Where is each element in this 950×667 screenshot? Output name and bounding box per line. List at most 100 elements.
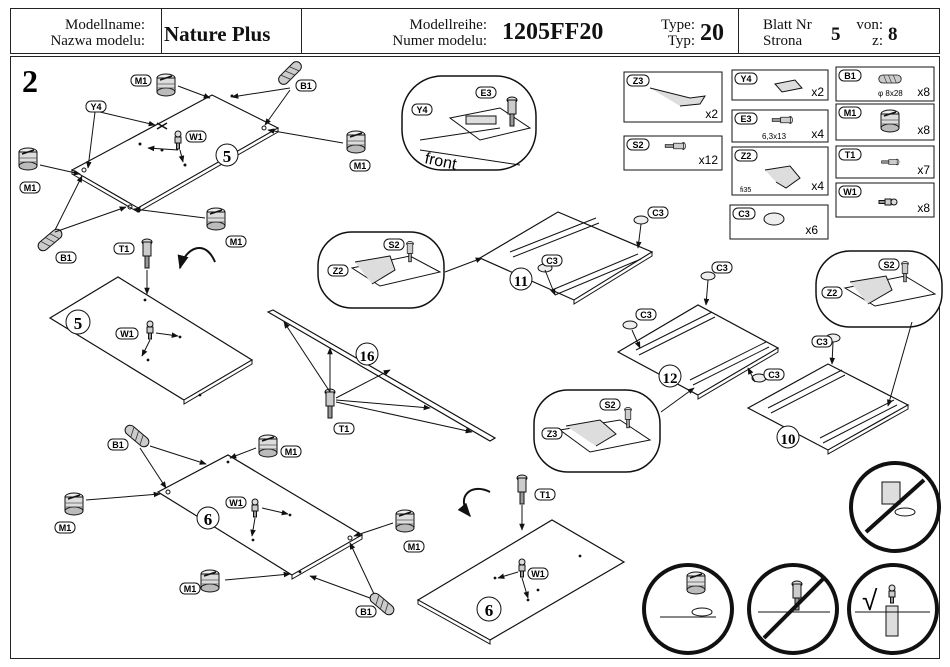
part-label: B1 bbox=[300, 81, 312, 91]
cap-c3 bbox=[633, 215, 649, 225]
cam-lock-m1 bbox=[64, 492, 84, 516]
part-label: C3 bbox=[546, 256, 558, 266]
label-group: M1 B1 Y4 W1 M1 M1 M1 B1 bbox=[19, 74, 371, 264]
part-label: M1 bbox=[184, 584, 197, 594]
of-label-pl: z: bbox=[872, 33, 883, 49]
divider bbox=[161, 9, 162, 53]
warning-icon bbox=[849, 461, 941, 553]
part-label: T1 bbox=[540, 490, 551, 500]
part-label: W1 bbox=[531, 569, 545, 579]
series-label-de: Modellreihe: bbox=[409, 17, 487, 33]
part-label: Y4 bbox=[416, 105, 427, 115]
warning-icon bbox=[642, 563, 734, 655]
divider bbox=[301, 9, 302, 53]
part-label: M1 bbox=[230, 237, 243, 247]
detail-z3: S2 Z3 bbox=[533, 389, 661, 473]
panel-number: 5 bbox=[74, 314, 83, 333]
panel-12: 12 bbox=[616, 304, 780, 400]
part-label: B1 bbox=[112, 440, 124, 450]
type-label-pl: Typ: bbox=[667, 33, 695, 49]
forbidden-icon bbox=[747, 563, 839, 655]
part-label: W1 bbox=[120, 329, 134, 339]
part-label: C3 bbox=[716, 263, 728, 273]
drawing-frame bbox=[10, 56, 940, 659]
part-qty: x2 bbox=[705, 107, 718, 121]
sheet-value: 5 bbox=[831, 24, 841, 45]
part-code: W1 bbox=[843, 187, 857, 197]
series-number: 1205FF20 bbox=[502, 19, 604, 45]
of-value: 8 bbox=[888, 24, 898, 45]
cam-lock-m1 bbox=[206, 207, 226, 231]
cam-lock-m1 bbox=[346, 130, 366, 154]
part-qty: x8 bbox=[917, 201, 930, 215]
part-label: B1 bbox=[360, 607, 372, 617]
part-label: C3 bbox=[640, 310, 652, 320]
panel-10: 10 bbox=[746, 363, 910, 455]
part-qty: x7 bbox=[917, 163, 930, 177]
part-label: M1 bbox=[408, 542, 421, 552]
part-label: Z2 bbox=[333, 266, 344, 276]
part-code: Y4 bbox=[740, 74, 751, 84]
detail-z2-right: S2 Z2 bbox=[815, 250, 943, 328]
part-label: W1 bbox=[229, 498, 243, 508]
part-label: S2 bbox=[604, 400, 615, 410]
part-label: B1 bbox=[60, 253, 72, 263]
sheet-label-pl: Strona bbox=[763, 33, 803, 49]
cap-c3 bbox=[622, 320, 638, 330]
part-qty: x12 bbox=[699, 153, 719, 167]
cap-c3 bbox=[700, 271, 716, 281]
check-mark: √ bbox=[862, 585, 878, 616]
correct-icon: √ bbox=[847, 563, 939, 655]
panel-16-rail: 16 bbox=[266, 309, 497, 442]
part-label: Z2 bbox=[827, 288, 838, 298]
part-size: fi35 bbox=[740, 187, 751, 194]
series-label-pl: Numer modelu: bbox=[392, 33, 487, 49]
part-label: M1 bbox=[59, 523, 72, 533]
part-label: E3 bbox=[480, 88, 491, 98]
part-label: C3 bbox=[816, 337, 828, 347]
part-label: Z3 bbox=[547, 429, 558, 439]
divider bbox=[738, 9, 739, 53]
cam-lock-m1 bbox=[156, 73, 176, 97]
panel-number: 16 bbox=[360, 349, 376, 365]
detail-z2-left: S2 Z2 bbox=[317, 231, 445, 309]
part-label: M1 bbox=[354, 161, 367, 171]
part-code: T1 bbox=[845, 150, 856, 160]
part-code: C3 bbox=[738, 209, 750, 219]
model-name-label-pl: Nazwa modelu: bbox=[50, 33, 145, 49]
part-qty: x8 bbox=[917, 85, 930, 99]
part-code: Z2 bbox=[741, 151, 752, 161]
panel-6-flat: 6 bbox=[416, 519, 626, 645]
part-label: M1 bbox=[285, 447, 298, 457]
parts-legend: Z3 x2 Y4 x2 B1 φ 8x28 x8 S2 x12 E3 bbox=[623, 66, 935, 240]
part-label: M1 bbox=[135, 76, 148, 86]
part-label: S2 bbox=[883, 260, 894, 270]
dowel-b1 bbox=[35, 226, 65, 254]
part-code: M1 bbox=[844, 108, 857, 118]
part-size: 6,3x13 bbox=[762, 132, 787, 141]
bolt-t1 bbox=[516, 474, 528, 505]
model-name: Nature Plus bbox=[164, 22, 271, 46]
bolt-t1 bbox=[141, 238, 153, 269]
part-label: S2 bbox=[388, 240, 399, 250]
cam-lock-m1 bbox=[258, 434, 278, 458]
part-code: E3 bbox=[740, 114, 751, 124]
step-number: 2 bbox=[22, 63, 38, 99]
type-value: 20 bbox=[700, 20, 724, 46]
panel-number: 6 bbox=[485, 601, 494, 620]
model-name-label-de: Modellname: bbox=[65, 17, 145, 33]
rotate-arrow bbox=[457, 487, 491, 518]
panel-number: 11 bbox=[514, 274, 528, 290]
bolt-t1 bbox=[324, 388, 336, 419]
panel-5-flat: 5 bbox=[48, 276, 254, 405]
type-label-de: Type: bbox=[661, 17, 695, 33]
part-label: M1 bbox=[24, 183, 37, 193]
part-label: T1 bbox=[339, 424, 350, 434]
part-qty: x4 bbox=[811, 127, 824, 141]
panel-number: 12 bbox=[663, 371, 678, 387]
cam-lock-m1 bbox=[395, 509, 415, 533]
sheet-label-de: Blatt Nr bbox=[763, 17, 812, 33]
part-qty: x4 bbox=[811, 179, 824, 193]
panel-number: 10 bbox=[781, 432, 796, 448]
